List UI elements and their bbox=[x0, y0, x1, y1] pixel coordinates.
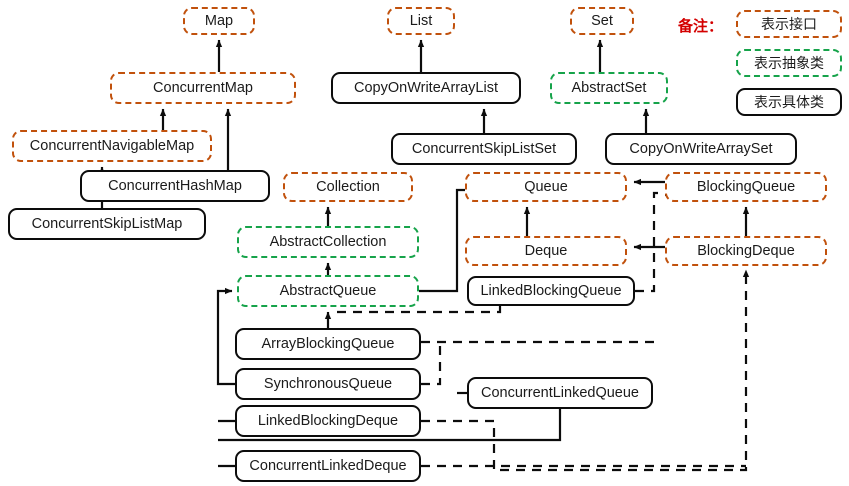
node-collection[interactable]: Collection bbox=[283, 172, 413, 202]
edge-clq-to-abstractqueue-route bbox=[218, 409, 562, 442]
edge-sq-to-abstractqueue bbox=[216, 287, 235, 386]
legend-item-interface: 表示接口 bbox=[736, 10, 842, 38]
node-concurrent-hash-map[interactable]: ConcurrentHashMap bbox=[80, 170, 270, 202]
node-map[interactable]: Map bbox=[183, 7, 255, 35]
node-queue[interactable]: Queue bbox=[465, 172, 627, 202]
node-abstract-collection[interactable]: AbstractCollection bbox=[237, 226, 419, 258]
edge-lbd-to-blockingdeque bbox=[421, 269, 750, 472]
node-deque[interactable]: Deque bbox=[465, 236, 627, 266]
legend-item-abstract: 表示抽象类 bbox=[736, 49, 842, 77]
node-set[interactable]: Set bbox=[570, 7, 634, 35]
node-concurrent-linked-deque[interactable]: ConcurrentLinkedDeque bbox=[235, 450, 421, 482]
node-concurrent-linked-queue[interactable]: ConcurrentLinkedQueue bbox=[467, 377, 653, 409]
edge-lbq-to-blockingqueue bbox=[635, 189, 673, 293]
node-concurrent-skip-list-set[interactable]: ConcurrentSkipListSet bbox=[391, 133, 577, 165]
node-synchronous-queue[interactable]: SynchronousQueue bbox=[235, 368, 421, 400]
node-concurrent-map[interactable]: ConcurrentMap bbox=[110, 72, 296, 104]
node-concurrent-navigable-map[interactable]: ConcurrentNavigableMap bbox=[12, 130, 212, 162]
edge-abstractqueue-to-queue bbox=[419, 186, 473, 293]
node-array-blocking-queue[interactable]: ArrayBlockingQueue bbox=[235, 328, 421, 360]
node-abstract-queue[interactable]: AbstractQueue bbox=[237, 275, 419, 307]
node-copy-on-write-array-list[interactable]: CopyOnWriteArrayList bbox=[331, 72, 521, 104]
legend-title: 备注： bbox=[678, 18, 724, 35]
legend-item-concrete: 表示具体类 bbox=[736, 88, 842, 116]
node-concurrent-skip-list-map[interactable]: ConcurrentSkipListMap bbox=[8, 208, 206, 240]
node-list[interactable]: List bbox=[387, 7, 455, 35]
node-blocking-deque[interactable]: BlockingDeque bbox=[665, 236, 827, 266]
node-linked-blocking-deque[interactable]: LinkedBlockingDeque bbox=[235, 405, 421, 437]
node-linked-blocking-queue[interactable]: LinkedBlockingQueue bbox=[467, 276, 635, 306]
edge-sq-to-blockingqueue bbox=[421, 342, 442, 386]
edge-lbq-to-abstractqueue bbox=[333, 306, 502, 314]
node-abstract-set[interactable]: AbstractSet bbox=[550, 72, 668, 104]
node-copy-on-write-array-set[interactable]: CopyOnWriteArraySet bbox=[605, 133, 797, 165]
node-blocking-queue[interactable]: BlockingQueue bbox=[665, 172, 827, 202]
